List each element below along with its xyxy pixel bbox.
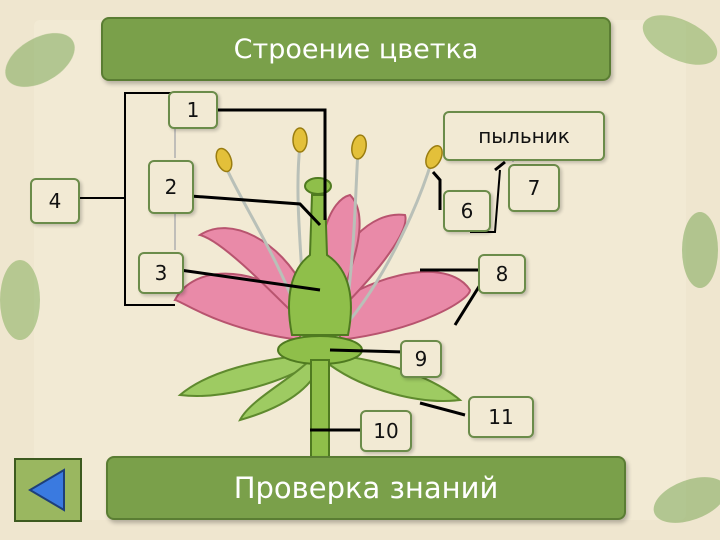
label-anther[interactable]: пыльник	[443, 111, 605, 161]
label-4[interactable]: 4	[30, 178, 80, 224]
check-knowledge-button[interactable]: Проверка знаний	[106, 456, 626, 520]
brackets	[75, 92, 501, 306]
label-1[interactable]: 1	[168, 91, 218, 129]
stem	[277, 335, 363, 471]
back-button[interactable]	[14, 458, 82, 522]
label-10[interactable]: 10	[360, 410, 412, 452]
label-2[interactable]: 2	[148, 160, 194, 214]
label-7[interactable]: 7	[508, 164, 560, 212]
label-11[interactable]: 11	[468, 396, 534, 438]
anthers	[215, 127, 443, 173]
label-8[interactable]: 8	[478, 254, 526, 294]
page-title: Строение цветка	[101, 17, 611, 81]
label-6[interactable]: 6	[443, 190, 491, 232]
sepals	[177, 353, 463, 422]
label-3[interactable]: 3	[138, 252, 184, 294]
left-triangle-icon	[28, 468, 65, 512]
decor-leaves	[0, 15, 720, 523]
label-9[interactable]: 9	[400, 340, 442, 378]
leader-lines	[179, 108, 506, 432]
